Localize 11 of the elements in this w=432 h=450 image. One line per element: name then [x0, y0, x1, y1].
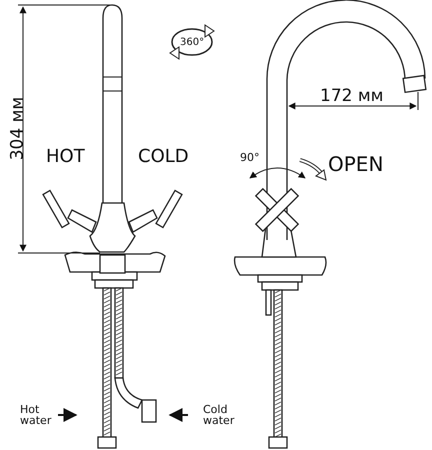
- label: HOT: [46, 148, 85, 166]
- arrow: [168, 408, 188, 422]
- arrow: [58, 408, 78, 422]
- dimension-label: 304 мм: [9, 96, 26, 160]
- label: COLD: [138, 148, 189, 166]
- water-inlet-label: Hot water: [20, 404, 70, 426]
- label: OPEN: [328, 154, 384, 174]
- water-inlet-label: Cold water: [203, 404, 253, 426]
- label: 360°: [180, 38, 204, 48]
- label: 90°: [240, 152, 260, 163]
- label: 172 мм: [320, 88, 384, 105]
